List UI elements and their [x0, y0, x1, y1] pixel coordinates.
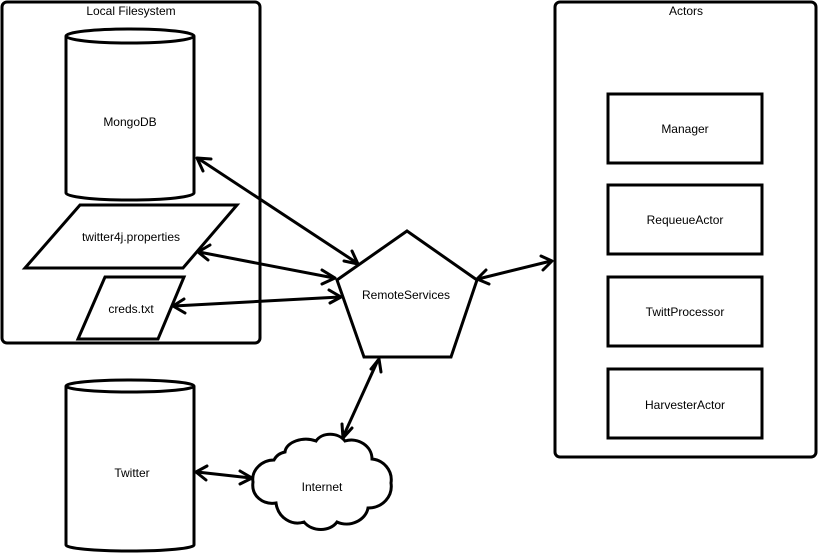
node-creds-txt[interactable]: creds.txt: [75, 275, 187, 341]
node-twitter4j-properties[interactable]: twitter4j.properties: [21, 203, 241, 270]
twitter-body: [64, 386, 196, 553]
node-manager[interactable]: Manager: [606, 92, 764, 165]
edge-twitter4j-remote-services[interactable]: [196, 243, 337, 286]
group-actors-label: Actors: [669, 4, 703, 18]
arrowhead-icon: [475, 268, 491, 286]
node-internet[interactable]: Internet: [251, 432, 393, 531]
harvester-actor-label: HarvesterActor: [645, 398, 725, 412]
edge-line: [198, 250, 335, 280]
node-twitt-processor[interactable]: TwittProcessor: [606, 275, 764, 348]
manager-label: Manager: [661, 122, 708, 136]
remote-services-label: RemoteServices: [362, 288, 450, 302]
group-local-filesystem-label: Local Filesystem: [86, 4, 175, 18]
arrowhead-icon: [320, 268, 337, 286]
arrowhead-icon: [196, 243, 212, 262]
edge-line: [198, 157, 358, 265]
arrowhead-icon: [195, 156, 213, 173]
node-remote-services[interactable]: RemoteServices: [335, 229, 479, 359]
node-requeue-actor[interactable]: RequeueActor: [606, 183, 764, 256]
twitter-label: Twitter: [114, 466, 149, 480]
requeue-actor-label: RequeueActor: [647, 213, 724, 227]
internet-label: Internet: [302, 480, 343, 494]
remote-services-shape: [335, 229, 479, 359]
mongodb-label: MongoDB: [103, 115, 156, 129]
edge-remote-services-internet[interactable]: [340, 357, 383, 440]
node-twitter[interactable]: Twitter: [64, 378, 196, 553]
edge-line: [196, 470, 252, 480]
creds-txt-shape: [75, 275, 187, 341]
mongodb-top: [64, 27, 196, 45]
creds-txt-label: creds.txt: [108, 302, 154, 316]
edge-line: [341, 359, 380, 438]
manager-box: [606, 92, 764, 165]
arrowhead-icon: [327, 288, 343, 305]
twitter-top: [64, 378, 196, 394]
twitter4j-properties-label: twitter4j.properties: [82, 230, 180, 244]
edge-mongodb-remote-services[interactable]: [195, 156, 360, 266]
requeue-actor-box: [606, 183, 764, 256]
harvester-actor-box: [606, 367, 764, 440]
node-harvester-actor[interactable]: HarvesterActor: [606, 367, 764, 440]
arrowhead-icon: [194, 464, 209, 482]
edge-twitter-internet[interactable]: [194, 464, 254, 486]
edge-creds-remote-services[interactable]: [171, 288, 343, 315]
twitt-processor-label: TwittProcessor: [646, 305, 725, 319]
arrowhead-icon: [342, 249, 360, 266]
arrowhead-icon: [369, 357, 383, 374]
arrowhead-icon: [238, 469, 254, 486]
node-mongodb[interactable]: MongoDB: [64, 27, 196, 202]
edge-line: [477, 259, 552, 281]
mongodb-body: [64, 36, 196, 202]
twitt-processor-box: [606, 275, 764, 348]
edge-remote-services-actors[interactable]: [475, 254, 554, 286]
arrowhead-icon: [539, 254, 554, 272]
arrowhead-icon: [171, 297, 187, 315]
arrowhead-icon: [340, 422, 354, 440]
twitter4j-properties-shape: [21, 203, 241, 270]
edge-line: [173, 295, 341, 308]
internet-cloud: [251, 432, 393, 531]
